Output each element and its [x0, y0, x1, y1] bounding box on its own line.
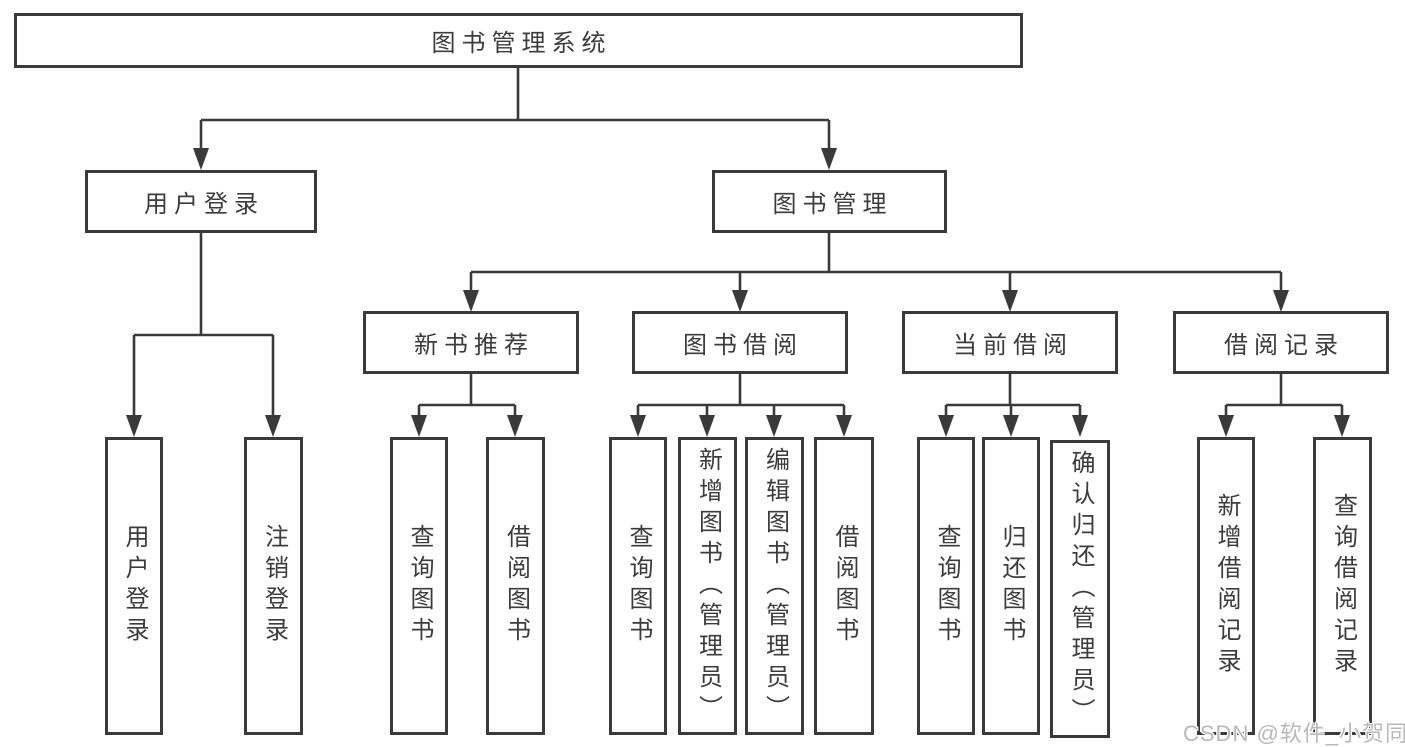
node-borrow-records: 借阅记录: [1173, 311, 1389, 374]
arrowhead: [1003, 415, 1019, 437]
arrowhead: [836, 415, 852, 437]
leaf-cb-query-books: 查询图书: [917, 437, 975, 735]
leaf-nbr-query-books: 查询图书: [390, 437, 448, 735]
watermark-text: CSDN @软件_小贺同学: [1183, 721, 1405, 746]
connector-borrow-records: [1224, 374, 1344, 417]
arrowhead: [126, 415, 142, 437]
arrowhead: [463, 290, 479, 312]
connector-user-login: [132, 233, 275, 417]
arrowhead: [411, 415, 427, 437]
node-book-management: 图书管理: [712, 170, 947, 233]
leaf-br-add-borrow-record: 新增借阅记录: [1197, 437, 1255, 735]
arrowhead: [1002, 290, 1018, 312]
arrowhead: [1218, 415, 1234, 437]
arrowhead: [1273, 290, 1289, 312]
leaf-user-login: 用户登录: [105, 437, 163, 735]
leaf-bb-borrow-books: 借阅图书: [814, 437, 874, 735]
arrowhead: [1334, 415, 1350, 437]
arrowhead: [630, 415, 646, 437]
arrowhead: [507, 415, 523, 437]
arrowhead: [766, 415, 782, 437]
arrowhead: [193, 148, 209, 170]
arrowhead: [938, 415, 954, 437]
connector-book-borrow: [636, 374, 846, 417]
node-new-book-recommend: 新书推荐: [363, 311, 579, 374]
node-book-borrow: 图书借阅: [632, 311, 848, 374]
leaf-br-query-borrow-record: 查询借阅记录: [1313, 437, 1372, 735]
leaf-logout: 注销登录: [244, 437, 303, 735]
connector-new-book-recommend: [417, 374, 517, 417]
node-user-login: 用户登录: [85, 170, 317, 233]
leaf-bb-query-books: 查询图书: [609, 437, 667, 735]
leaf-bb-edit-books-admin: 编辑图书（管理员）: [745, 437, 804, 735]
arrowhead: [699, 415, 715, 437]
arrowhead: [1072, 415, 1088, 437]
leaf-cb-return-books: 归还图书: [982, 437, 1040, 735]
arrowhead: [821, 148, 837, 170]
connector-book-management: [469, 233, 1283, 292]
leaf-nbr-borrow-books: 借阅图书: [486, 437, 545, 735]
arrowhead: [265, 415, 281, 437]
arrowhead: [732, 290, 748, 312]
node-root: 图书管理系统: [14, 13, 1023, 68]
connector-current-borrow: [944, 374, 1082, 417]
connector-root: [199, 67, 831, 150]
leaf-bb-add-books-admin: 新增图书（管理员）: [678, 437, 737, 735]
leaf-cb-confirm-return-admin: 确认归还（管理员）: [1050, 440, 1110, 738]
node-current-borrow: 当前借阅: [902, 311, 1118, 374]
